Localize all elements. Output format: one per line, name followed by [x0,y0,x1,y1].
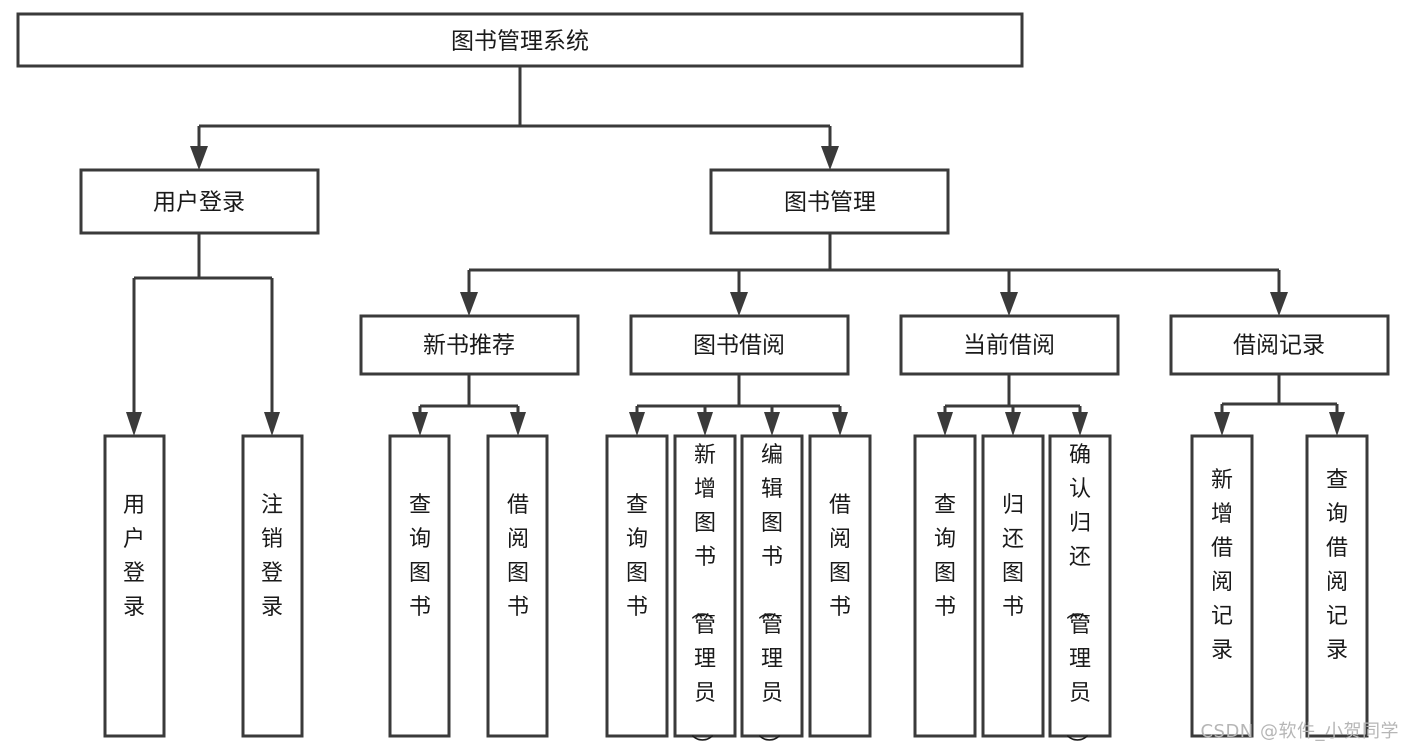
leaf-node-current-borrow-return[interactable]: 归还图书 [981,434,1045,738]
arrow-head-current-borrow [1000,292,1018,316]
connectors-book-manage-to-level3 [460,233,1288,316]
node-current-borrow-label: 当前借阅 [963,333,1055,359]
csdn-watermark: CSDN @软件_小贺同学 [1200,721,1399,742]
arrow-head-new-book-leaf1 [412,412,428,436]
leaf-label-book-borrow-edit: 编辑图书（管理员） [755,443,783,747]
node-user-login-label: 用户登录 [153,190,245,216]
arrow-head-current-borrow-leaf1 [937,412,953,436]
arrow-head-book-borrow-leaf3 [764,412,780,436]
arrow-head-user-login [190,146,208,170]
leaf-box-current-borrow-return [981,434,1045,738]
leaf-node-user-login-logout[interactable]: 注销登录 [241,434,304,738]
node-current-borrow[interactable]: 当前借阅 [899,314,1120,376]
arrow-head-new-book [460,292,478,316]
arrow-head-current-borrow-leaf2 [1005,412,1021,436]
leaf-label-book-borrow-query: 查询图书 [626,493,648,620]
leaf-label-current-borrow-query: 查询图书 [934,493,956,620]
leaf-box-new-book-query [388,434,451,738]
connectors-root-to-level2 [190,66,839,170]
arrow-head-user-login-leaf1 [126,412,142,436]
leaf-node-book-borrow-query[interactable]: 查询图书 [605,434,669,738]
leaf-node-book-borrow-borrow[interactable]: 借阅图书 [808,434,872,738]
leaf-box-borrow-record-add [1190,434,1254,738]
node-user-login[interactable]: 用户登录 [79,168,320,235]
node-book-manage[interactable]: 图书管理 [709,168,950,235]
connectors-user-login-to-leaves [126,233,280,436]
leaf-label-new-book-query: 查询图书 [409,493,431,620]
node-borrow-record[interactable]: 借阅记录 [1169,314,1390,376]
node-borrow-record-box [1169,314,1390,376]
arrow-head-book-borrow [730,292,748,316]
node-root-box [16,12,1024,68]
node-book-borrow[interactable]: 图书借阅 [629,314,850,376]
leaf-node-book-borrow-edit[interactable]: 编辑图书（管理员） [740,434,804,747]
arrow-head-borrow-record-leaf1 [1214,412,1230,436]
leaf-label-borrow-record-add: 新增借阅记录 [1211,468,1233,663]
leaf-box-current-borrow-query [913,434,977,738]
node-new-book-recommend[interactable]: 新书推荐 [359,314,580,376]
arrow-head-borrow-record [1270,292,1288,316]
node-book-manage-box [709,168,950,235]
leaf-label-book-borrow-borrow: 借阅图书 [829,493,851,620]
leaf-box-book-borrow-borrow [808,434,872,738]
leaf-node-current-borrow-confirm[interactable]: 确认归还（管理员） [1048,434,1112,747]
leaf-label-current-borrow-return: 归还图书 [1002,493,1024,620]
leaf-box-user-login-logout [241,434,304,738]
arrow-head-book-manage [821,146,839,170]
arrow-head-book-borrow-leaf1 [629,412,645,436]
leaf-box-book-borrow-edit [740,434,804,738]
leaf-box-book-borrow-query [605,434,669,738]
arrow-head-user-login-leaf2 [264,412,280,436]
leaf-label-current-borrow-confirm: 确认归还（管理员） [1063,443,1091,747]
node-borrow-record-label: 借阅记录 [1233,333,1325,359]
node-book-borrow-box [629,314,850,376]
leaf-label-borrow-record-query: 查询借阅记录 [1326,468,1348,663]
leaf-node-borrow-record-query[interactable]: 查询借阅记录 [1305,434,1369,738]
node-root-label: 图书管理系统 [451,29,589,55]
connectors-current-borrow-to-leaves [937,374,1088,436]
connectors-borrow-record-to-leaves [1214,374,1345,436]
leaf-node-new-book-query[interactable]: 查询图书 [388,434,451,738]
leaf-label-book-borrow-add: 新增图书（管理员） [688,443,716,747]
leaf-label-user-login-logout: 注销登录 [261,493,283,620]
connectors-new-book-to-leaves [412,374,526,436]
leaf-node-current-borrow-query[interactable]: 查询图书 [913,434,977,738]
leaf-node-new-book-borrow[interactable]: 借阅图书 [486,434,549,738]
arrow-head-borrow-record-leaf2 [1329,412,1345,436]
leaf-box-current-borrow-confirm [1048,434,1112,738]
node-root[interactable]: 图书管理系统 [16,12,1024,68]
leaf-node-book-borrow-add[interactable]: 新增图书（管理员） [673,434,737,747]
leaf-box-user-login-login [103,434,166,738]
node-current-borrow-box [899,314,1120,376]
node-book-borrow-label: 图书借阅 [693,333,785,359]
node-book-manage-label: 图书管理 [784,190,876,216]
arrow-head-book-borrow-leaf2 [697,412,713,436]
arrow-head-new-book-leaf2 [510,412,526,436]
node-new-book-recommend-label: 新书推荐 [423,333,515,359]
leaf-box-borrow-record-query [1305,434,1369,738]
connectors-book-borrow-to-leaves [629,374,848,436]
leaf-box-book-borrow-add [673,434,737,738]
leaf-label-new-book-borrow: 借阅图书 [507,493,529,620]
leaf-node-borrow-record-add[interactable]: 新增借阅记录 [1190,434,1254,738]
node-user-login-box [79,168,320,235]
leaf-label-user-login-login: 用户登录 [123,493,145,620]
node-new-book-recommend-box [359,314,580,376]
arrow-head-current-borrow-leaf3 [1072,412,1088,436]
leaf-node-user-login-login[interactable]: 用户登录 [103,434,166,738]
leaf-box-new-book-borrow [486,434,549,738]
arrow-head-book-borrow-leaf4 [832,412,848,436]
